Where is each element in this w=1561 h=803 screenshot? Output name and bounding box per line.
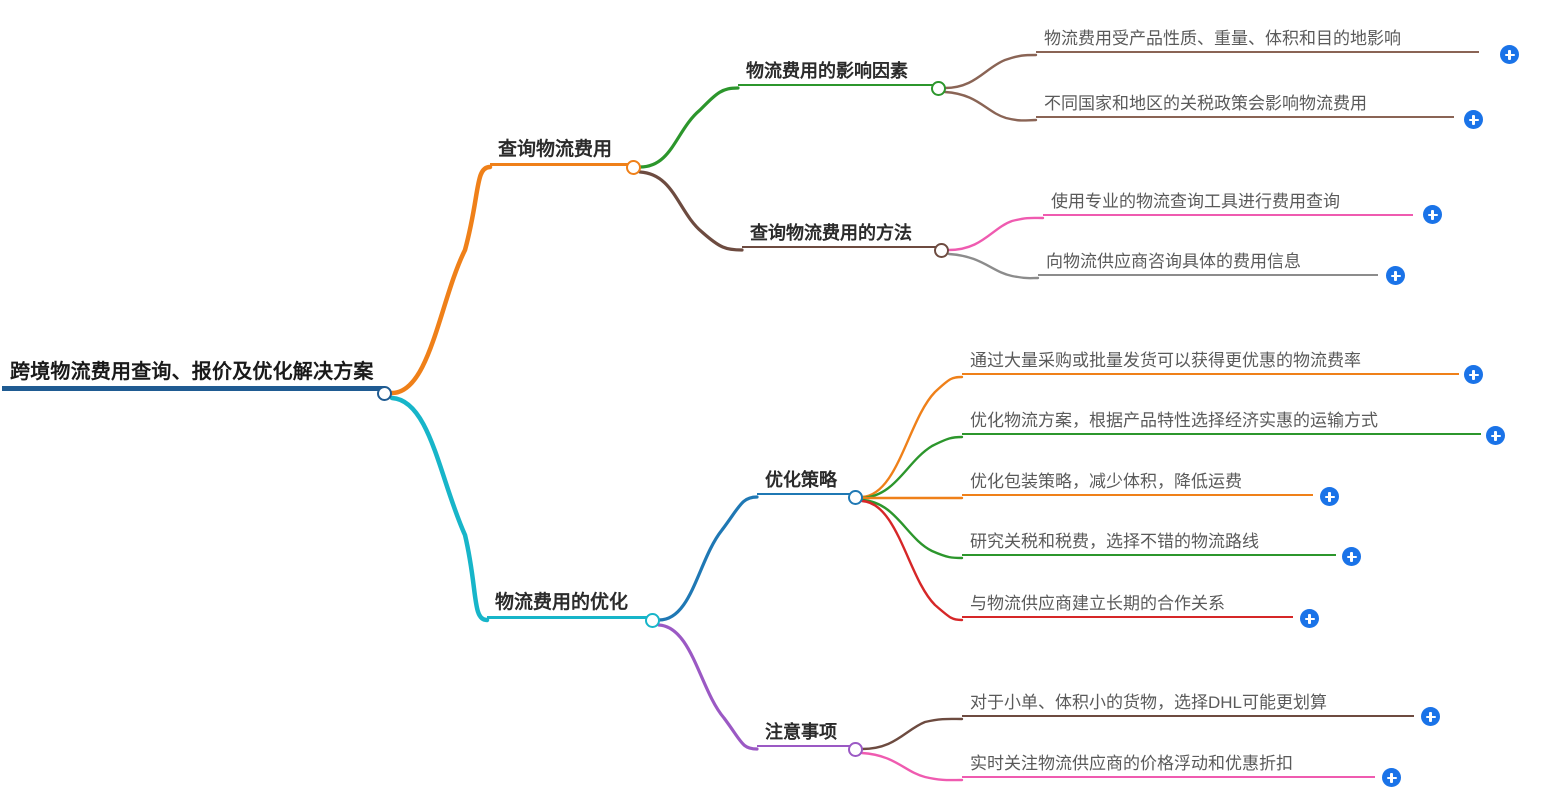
branch-node-underline — [487, 615, 652, 619]
connector-branch2-to-sub1 — [657, 495, 759, 622]
sub-node-underline — [757, 492, 854, 495]
sub-node-label: 物流费用的影响因素 — [746, 61, 908, 81]
leaf-node-underline — [962, 432, 1481, 435]
sub-node-query-methods[interactable]: 查询物流费用的方法 — [742, 223, 938, 248]
connector-branch1-to-sub2 — [638, 170, 744, 252]
sub-node-underline — [757, 744, 854, 747]
leaf-node-label: 对于小单、体积小的货物，选择DHL可能更划算 — [970, 693, 1328, 712]
sub-node-dot-query-methods[interactable] — [934, 243, 949, 258]
sub-node-dot-optimization-strategy[interactable] — [848, 490, 863, 505]
branch-node-label: 查询物流费用 — [498, 139, 613, 160]
connector-branch2-to-sub2 — [657, 623, 759, 751]
sub-node-dot-precautions[interactable] — [848, 742, 863, 757]
connector-root-to-branch1 — [389, 164, 493, 396]
leaf-node-underline — [962, 775, 1375, 778]
leaf-node-underline — [962, 372, 1459, 375]
leaf-node-underline — [1036, 115, 1454, 118]
leaf-node[interactable]: 通过大量采购或批量发货可以获得更优惠的物流费率 — [962, 351, 1459, 375]
leaf-node[interactable]: 实时关注物流供应商的价格浮动和优惠折扣 — [962, 754, 1375, 778]
connector-opt-to-leaf5 — [860, 499, 964, 622]
branch-node-cost-optimization[interactable]: 物流费用的优化 — [487, 592, 652, 619]
connector-opt-to-leaf1 — [860, 375, 964, 499]
sub-node-underline — [742, 245, 938, 248]
leaf-node-label: 实时关注物流供应商的价格浮动和优惠折扣 — [970, 754, 1293, 773]
sub-node-label: 优化策略 — [765, 470, 837, 490]
leaf-node-label: 研究关税和税费，选择不错的物流路线 — [970, 532, 1259, 551]
root-node-label: 跨境物流费用查询、报价及优化解决方案 — [10, 361, 374, 383]
leaf-node[interactable]: 使用专业的物流查询工具进行费用查询 — [1043, 192, 1413, 216]
connector-root-to-branch2 — [389, 395, 490, 623]
sub-node-label: 查询物流费用的方法 — [750, 223, 912, 243]
leaf-node-label: 使用专业的物流查询工具进行费用查询 — [1051, 192, 1340, 211]
connector-opt-to-leaf4 — [860, 498, 964, 560]
leaf-node-label: 向物流供应商咨询具体的费用信息 — [1046, 252, 1301, 271]
leaf-node-underline — [962, 615, 1293, 618]
branch-node-dot-cost-optimization[interactable] — [645, 613, 660, 628]
connector-sub1-to-leaf1 — [943, 53, 1038, 90]
connector-branch1-to-sub1 — [638, 86, 740, 169]
add-child-button[interactable] — [1421, 707, 1440, 726]
leaf-node[interactable]: 向物流供应商咨询具体的费用信息 — [1038, 252, 1378, 276]
leaf-node[interactable]: 对于小单、体积小的货物，选择DHL可能更划算 — [962, 693, 1414, 717]
root-node-underline — [2, 386, 385, 391]
connector-sub2-to-leaf1 — [947, 216, 1045, 252]
add-child-button[interactable] — [1386, 266, 1405, 285]
branch-node-underline — [490, 162, 633, 166]
add-child-button[interactable] — [1486, 426, 1505, 445]
branch-node-label: 物流费用的优化 — [495, 592, 629, 613]
add-child-button[interactable] — [1300, 609, 1319, 628]
sub-node-optimization-strategy[interactable]: 优化策略 — [757, 470, 854, 495]
connector-sub1-to-leaf2 — [943, 90, 1038, 122]
leaf-node-label: 与物流供应商建立长期的合作关系 — [970, 594, 1225, 613]
leaf-node-label: 不同国家和地区的关税政策会影响物流费用 — [1044, 94, 1367, 113]
mindmap-root-node[interactable]: 跨境物流费用查询、报价及优化解决方案 — [2, 361, 385, 391]
leaf-node-underline — [962, 714, 1414, 717]
leaf-node-underline — [1038, 273, 1378, 276]
branch-node-query-logistics-cost[interactable]: 查询物流费用 — [490, 139, 633, 166]
branch-node-dot-query-logistics-cost[interactable] — [626, 160, 641, 175]
leaf-node-label: 物流费用受产品性质、重量、体积和目的地影响 — [1044, 29, 1401, 48]
leaf-node[interactable]: 与物流供应商建立长期的合作关系 — [962, 594, 1293, 618]
connector-sub2-to-leaf2 — [947, 252, 1040, 280]
add-child-button[interactable] — [1464, 365, 1483, 384]
leaf-node-underline — [962, 553, 1336, 556]
leaf-node-underline — [1043, 213, 1413, 216]
add-child-button[interactable] — [1382, 768, 1401, 787]
sub-node-precautions[interactable]: 注意事项 — [757, 722, 854, 747]
connector-notes-to-leaf1 — [860, 717, 964, 751]
add-child-button[interactable] — [1320, 487, 1339, 506]
sub-node-dot-cost-factors[interactable] — [931, 81, 946, 96]
add-child-button[interactable] — [1342, 547, 1361, 566]
leaf-node-label: 优化物流方案，根据产品特性选择经济实惠的运输方式 — [970, 411, 1378, 430]
leaf-node[interactable]: 优化物流方案，根据产品特性选择经济实惠的运输方式 — [962, 411, 1481, 435]
leaf-node[interactable]: 优化包装策略，减少体积，降低运费 — [962, 472, 1313, 496]
sub-node-label: 注意事项 — [765, 722, 837, 742]
add-child-button[interactable] — [1500, 45, 1519, 64]
leaf-node-underline — [962, 493, 1313, 496]
sub-node-underline — [738, 83, 938, 86]
leaf-node[interactable]: 不同国家和地区的关税政策会影响物流费用 — [1036, 94, 1454, 118]
leaf-node[interactable]: 研究关税和税费，选择不错的物流路线 — [962, 532, 1336, 556]
leaf-node-label: 优化包装策略，减少体积，降低运费 — [970, 472, 1242, 491]
sub-node-cost-factors[interactable]: 物流费用的影响因素 — [738, 61, 938, 86]
add-child-button[interactable] — [1423, 205, 1442, 224]
leaf-node-underline — [1036, 50, 1479, 53]
leaf-node-label: 通过大量采购或批量发货可以获得更优惠的物流费率 — [970, 351, 1361, 370]
connector-opt-to-leaf2 — [860, 435, 964, 500]
add-child-button[interactable] — [1464, 110, 1483, 129]
leaf-node[interactable]: 物流费用受产品性质、重量、体积和目的地影响 — [1036, 29, 1479, 53]
connector-notes-to-leaf2 — [860, 751, 964, 782]
root-node-dot[interactable] — [377, 386, 392, 401]
